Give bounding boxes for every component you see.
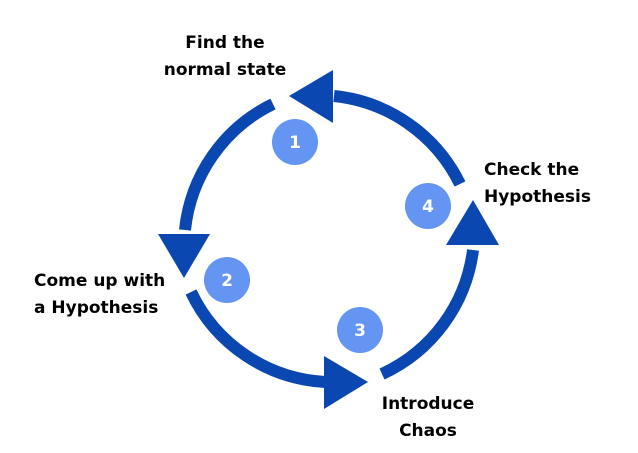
cycle-arrow-3-to-4 <box>379 249 479 380</box>
step-label-4: Check the Hypothesis <box>484 157 624 211</box>
cycle-arrowhead-1 <box>289 70 333 123</box>
step-number-3: 3 <box>354 321 366 341</box>
step-label-1-line1: Find the <box>185 33 265 53</box>
step-label-3-line1: Introduce <box>381 394 475 414</box>
step-label-3-line2: Chaos <box>399 421 457 441</box>
cycle-arrow-1-to-2 <box>179 98 276 231</box>
step-badge-4: 4 <box>405 183 451 229</box>
step-label-4-line1: Check the <box>484 160 580 180</box>
step-label-2: Come up with a Hypothesis <box>34 268 184 322</box>
cycle-arrow-4-to-1 <box>333 90 466 187</box>
step-label-1-line2: normal state <box>163 60 287 80</box>
step-label-1: Find the normal state <box>160 30 290 84</box>
step-number-2: 2 <box>221 271 233 291</box>
step-number-4: 4 <box>422 197 434 217</box>
cycle-arrow-2-to-3 <box>185 289 326 388</box>
step-label-2-line1: Come up with <box>34 271 166 291</box>
step-badge-2: 2 <box>204 257 250 303</box>
step-number-1: 1 <box>289 133 301 153</box>
step-label-2-line2: a Hypothesis <box>34 298 159 318</box>
step-label-3: Introduce Chaos <box>368 391 488 445</box>
cycle-arrowhead-3 <box>324 356 368 409</box>
step-badge-1: 1 <box>272 119 318 165</box>
step-label-4-line2: Hypothesis <box>484 187 591 207</box>
cycle-arrowhead-2 <box>158 234 210 278</box>
cycle-arrowhead-4 <box>446 200 499 245</box>
step-badge-3: 3 <box>337 307 383 353</box>
